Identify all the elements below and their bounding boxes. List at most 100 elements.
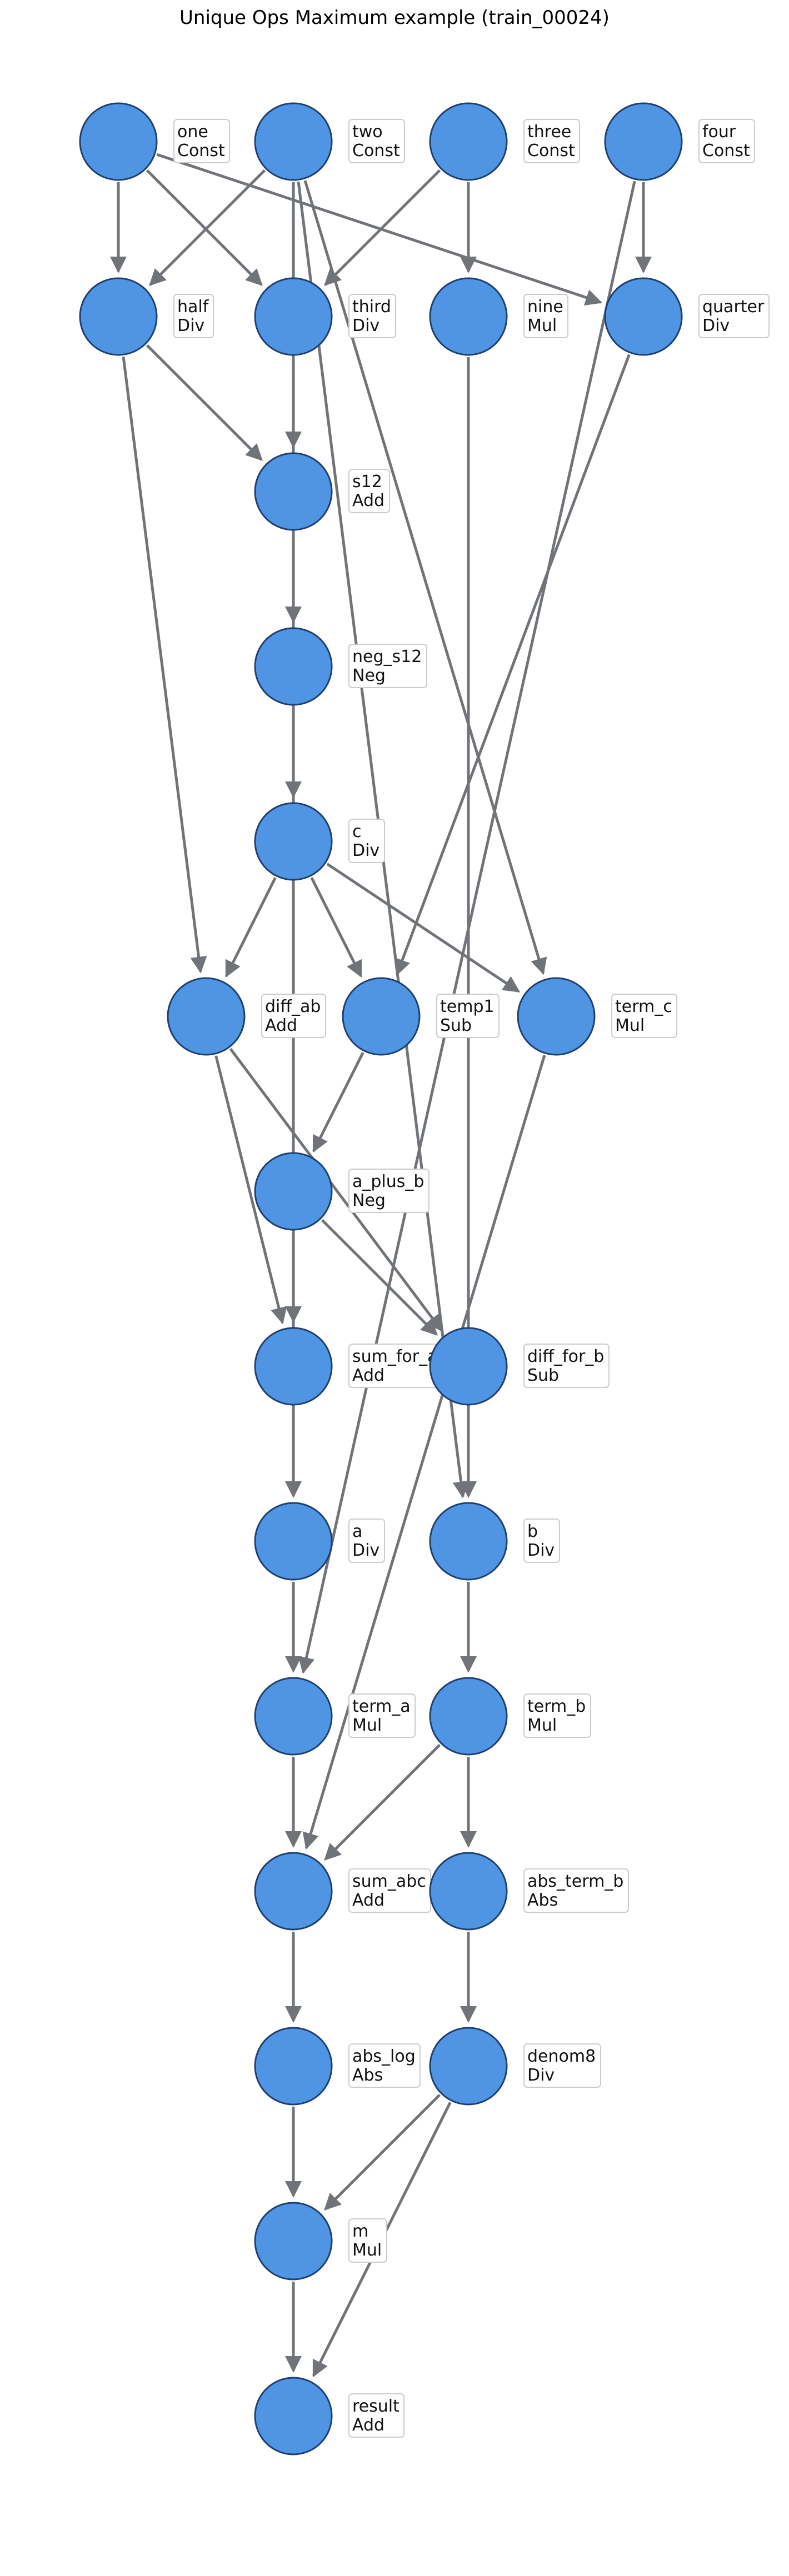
edge-term_c-to-sum_abc <box>302 1055 546 1850</box>
node-label-bg <box>348 294 396 338</box>
node-id-text: four <box>702 122 736 142</box>
node-id-text: diff_ab <box>265 997 321 1016</box>
edge-term_b-to-sum_abc <box>324 1743 441 1861</box>
node-op-text: Const <box>352 141 400 161</box>
node-op-text: Div <box>352 841 379 860</box>
node-circle <box>254 1502 333 1581</box>
edge-three-to-third <box>324 169 441 286</box>
node-op-text: Abs <box>352 2066 383 2085</box>
node-label-bg <box>523 1693 591 1738</box>
node-op-text: Add <box>352 1891 384 1910</box>
node-label-bg <box>523 1518 560 1563</box>
node-circle <box>254 1677 333 1756</box>
node-label-bg <box>436 994 500 1038</box>
node-circle <box>79 277 158 356</box>
node-id-text: c <box>352 822 362 841</box>
node-op-text: Div <box>527 2066 555 2085</box>
node-circle <box>429 1327 508 1406</box>
node-id-text: b <box>527 1522 538 1541</box>
node-op-text: Const <box>177 141 225 161</box>
node-label-bg <box>348 1169 430 1213</box>
node-op-text: Mul <box>615 1016 645 1035</box>
node-id-text: a_plus_b <box>352 1172 424 1191</box>
node-id-text: term_c <box>615 997 672 1016</box>
node-circle <box>79 102 158 181</box>
edge-c-to-diff_ab <box>224 877 277 978</box>
node-circle <box>429 277 508 356</box>
node-circle <box>254 802 333 881</box>
node-id-text: denom8 <box>527 2047 596 2066</box>
node-id-text: one <box>177 122 208 142</box>
node-id-text: abs_log <box>352 2047 416 2066</box>
edge-diff_ab-to-diff_for_b <box>229 1048 443 1332</box>
node-id-text: third <box>352 297 391 317</box>
node-op-text: Const <box>702 141 750 161</box>
node-circle <box>517 977 596 1056</box>
node-circle <box>254 1852 333 1931</box>
node-circle <box>254 277 333 356</box>
edge-denom8-to-m <box>324 2093 441 2211</box>
node-label-bg <box>348 119 405 163</box>
node-label-bg <box>523 2043 601 2088</box>
node-label-bg <box>173 294 214 338</box>
node-circle <box>254 627 333 706</box>
node-label-bg <box>348 644 427 688</box>
node-id-text: three <box>527 122 571 142</box>
node-circle <box>254 102 333 181</box>
edge-c-to-term_c <box>326 863 521 993</box>
node-label-bg <box>348 469 390 513</box>
node-circle <box>604 277 683 356</box>
node-label-bg <box>523 119 580 163</box>
node-op-text: Mul <box>527 316 557 335</box>
node-circle <box>254 1152 333 1231</box>
edge-two-to-term_c <box>303 180 547 975</box>
node-id-text: abs_term_b <box>527 1872 623 1891</box>
node-id-text: two <box>352 122 383 142</box>
node-op-text: Mul <box>352 1716 382 1735</box>
node-op-text: Add <box>265 1016 297 1035</box>
edge-half-to-diff_ab <box>122 357 207 974</box>
node-circle <box>254 2027 333 2106</box>
node-id-text: temp1 <box>440 997 495 1016</box>
node-op-text: Neg <box>352 666 386 685</box>
node-circle <box>254 1327 333 1406</box>
node-label-bg <box>348 2218 387 2263</box>
node-label-bg <box>348 1518 385 1563</box>
